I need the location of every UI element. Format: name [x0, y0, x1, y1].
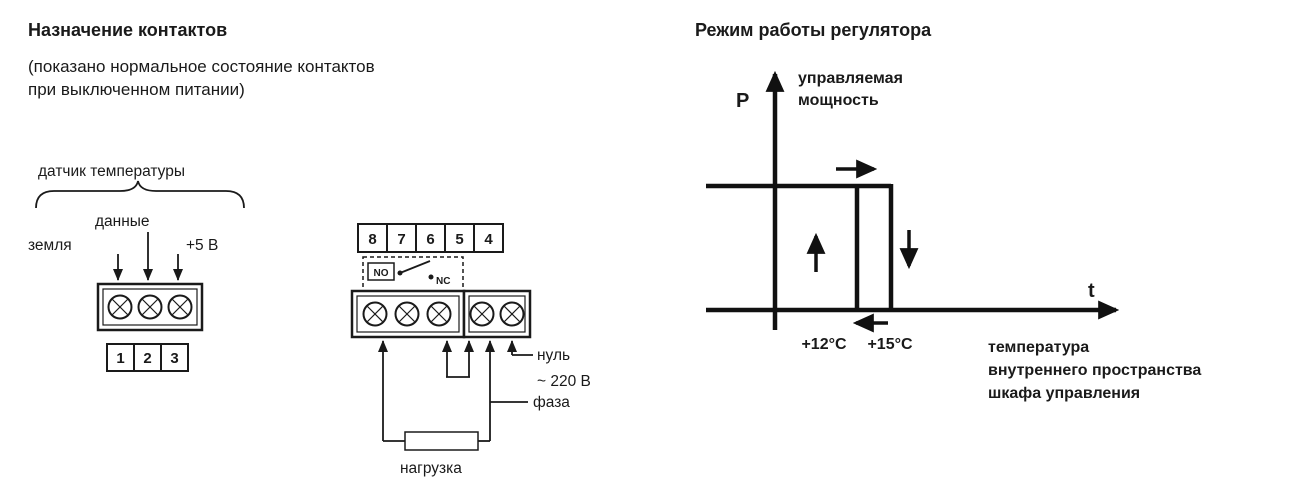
relay-no-label: NO: [374, 268, 389, 279]
y-axis-desc-line2: мощность: [798, 92, 879, 109]
terminal-number-box: [473, 223, 504, 253]
phase-label: фаза: [533, 394, 570, 411]
regulator-section: Режим работы регулятора P управляемая мо…: [695, 20, 1201, 402]
terminal-number: 4: [484, 231, 493, 248]
x-axis-desc-line1: температура: [988, 339, 1089, 356]
terminal-number-box: [415, 223, 446, 253]
x-axis-desc-line2: внутреннего пространства: [988, 362, 1201, 379]
relay-switch-arm: [399, 260, 431, 274]
screw-terminal-icon: [107, 294, 133, 320]
terminal-number-box: [106, 343, 135, 372]
screw-terminal-icon: [137, 294, 163, 320]
x-axis-symbol: t: [1088, 280, 1095, 302]
threshold-high-label: +15°C: [867, 336, 913, 353]
screw-terminal-icon: [362, 301, 388, 327]
x-axis-desc-line3: шкафа управления: [988, 385, 1140, 402]
y-axis-symbol: P: [736, 90, 749, 112]
sensor-label: датчик температуры: [38, 163, 185, 180]
threshold-low-label: +12°C: [801, 336, 847, 353]
contacts-title: Назначение контактов: [28, 20, 227, 40]
contacts-subtitle-line2: при выключенном питании): [28, 80, 245, 99]
terminal-number-box: [444, 223, 475, 253]
relay-nc-label: NC: [436, 276, 450, 287]
terminal-number: 5: [455, 231, 463, 248]
terminal-number: 3: [170, 350, 178, 367]
screw-terminal-icon: [469, 301, 495, 327]
neutral-label: нуль: [537, 347, 570, 364]
screw-terminal-icon: [167, 294, 193, 320]
screw-terminal-icon: [499, 301, 525, 327]
contacts-section: Назначение контактов (показано нормально…: [28, 20, 591, 477]
relay-contact-dot: [428, 274, 434, 280]
load-resistor-symbol: [404, 431, 479, 451]
sensor-brace: [35, 180, 245, 209]
relay-contact-symbol: NO NC: [362, 256, 464, 292]
terminal-number-box: [160, 343, 189, 372]
relay-no-box: [367, 262, 395, 281]
pin-ground-label: земля: [28, 237, 72, 254]
regulator-title: Режим работы регулятора: [695, 20, 932, 40]
pin-data-label: данные: [95, 213, 150, 230]
terminal-number: 8: [368, 231, 376, 248]
load-label: нагрузка: [400, 460, 462, 477]
y-axis-desc-line1: управляемая: [798, 70, 903, 87]
screw-terminal-icon: [426, 301, 452, 327]
relay-terminal-block-right-inner: [468, 295, 526, 333]
terminal-number: 6: [426, 231, 434, 248]
voltage-label: ~ 220 В: [537, 373, 591, 390]
screw-terminal-icon: [394, 301, 420, 327]
terminal-number: 7: [397, 231, 405, 248]
relay-terminal-block-left-inner: [356, 295, 460, 333]
relay-terminal-diagram: 8 7 6 5 4 NO NC: [350, 223, 591, 477]
sensor-terminal-diagram: датчик температуры земля данные +5 В 1 2…: [28, 163, 245, 372]
mains-wiring: нуль ~ 220 В фаза нагрузка: [378, 340, 591, 477]
terminal-number: 2: [143, 350, 151, 367]
pin-power-label: +5 В: [186, 237, 218, 254]
sensor-terminal-block-inner: [102, 288, 198, 326]
contacts-subtitle-line1: (показано нормальное состояние контактов: [28, 57, 375, 76]
terminal-number: 1: [116, 350, 124, 367]
